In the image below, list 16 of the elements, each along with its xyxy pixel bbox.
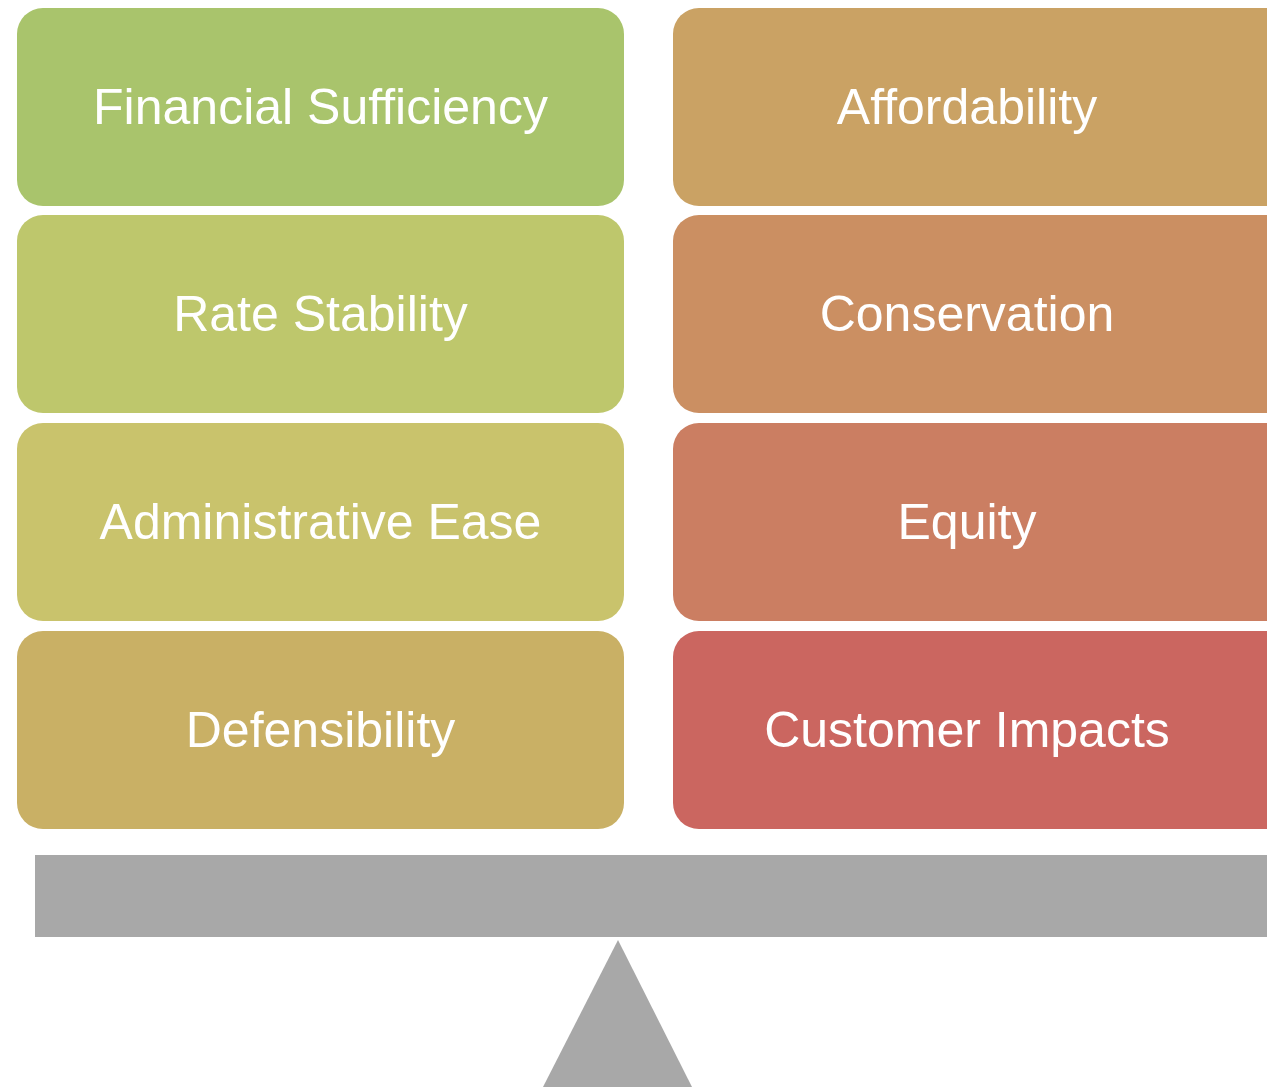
criterion-box <box>17 215 624 413</box>
criterion-box <box>673 8 1267 206</box>
criterion-label: Financial Sufficiency <box>93 78 548 136</box>
criterion-box <box>673 423 1267 621</box>
criterion-box <box>17 631 624 829</box>
criterion-label: Conservation <box>819 285 1115 343</box>
criterion-box <box>673 215 1267 413</box>
criterion-label: Administrative Ease <box>99 493 542 551</box>
criterion-label: Customer Impacts <box>764 701 1170 759</box>
criterion-box <box>17 423 624 621</box>
criterion-label: Defensibility <box>185 701 456 759</box>
criterion-box <box>673 631 1267 829</box>
criterion-label: Affordability <box>836 78 1098 136</box>
criterion-box <box>17 8 624 206</box>
criterion-label: Rate Stability <box>173 285 468 343</box>
criterion-label: Equity <box>897 493 1037 551</box>
